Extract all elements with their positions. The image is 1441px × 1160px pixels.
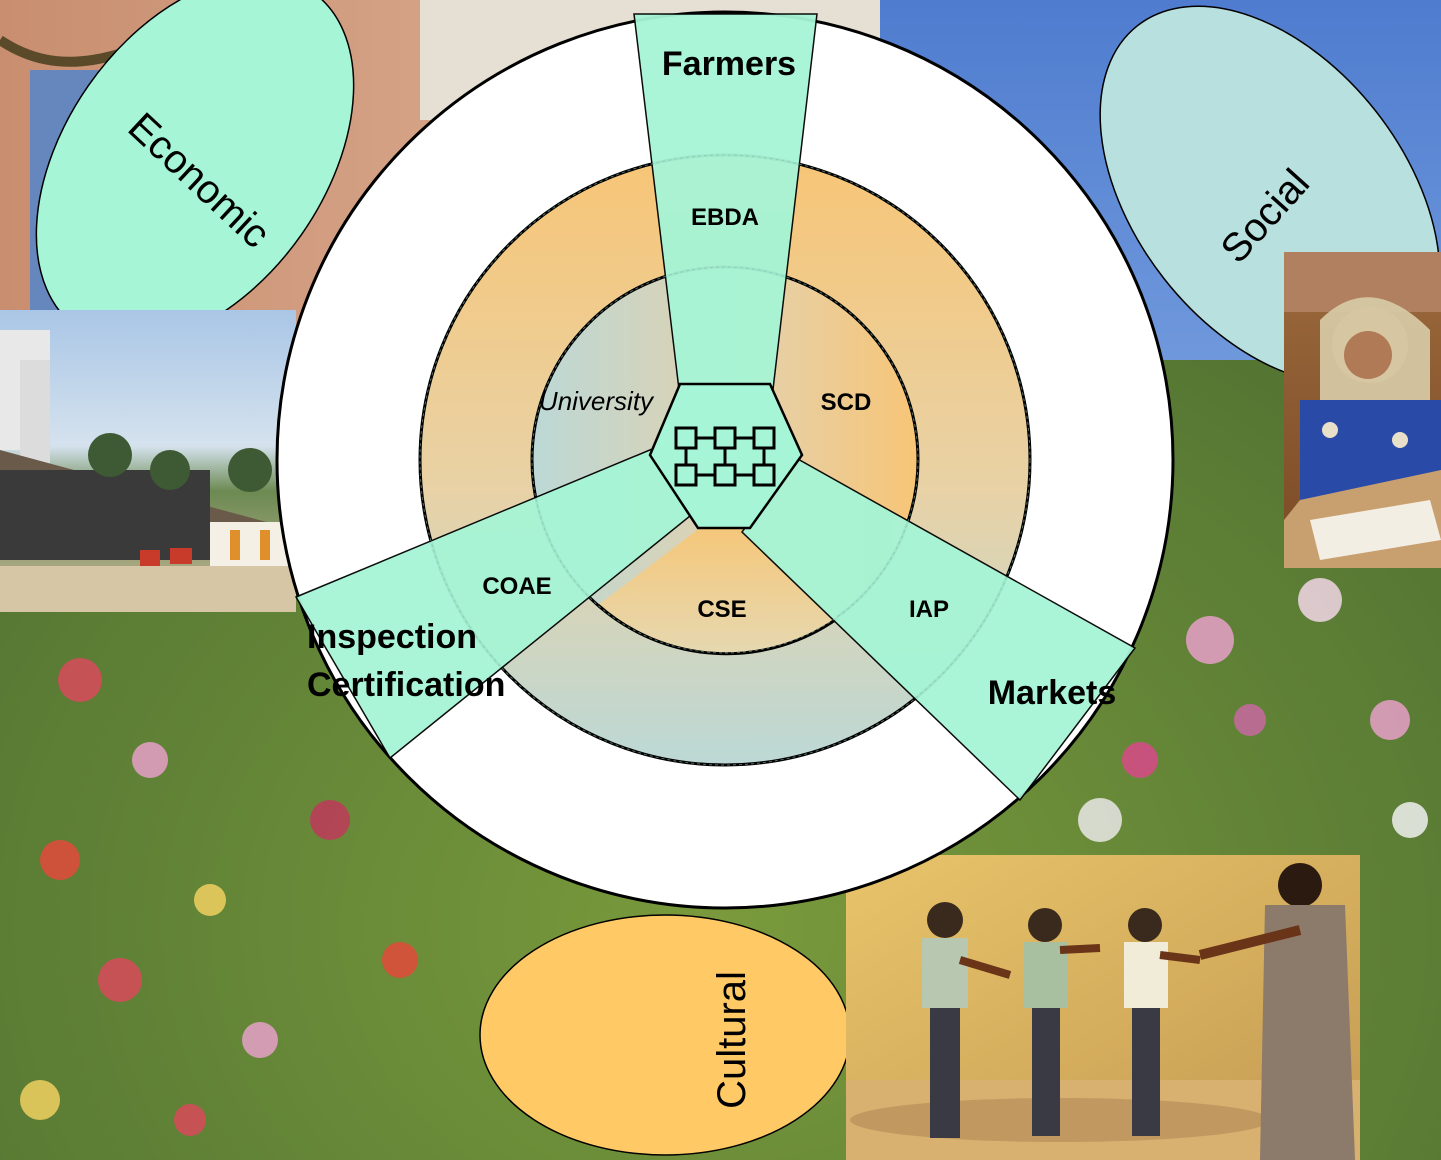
cultural-sector: Cultural	[479, 914, 851, 1156]
factory-photo	[0, 310, 296, 612]
violin-photo	[846, 855, 1360, 1160]
ebda-label: EBDA	[691, 204, 759, 231]
cultural-ellipse	[479, 914, 851, 1156]
certification-label: Certification	[307, 666, 505, 704]
cse-label: CSE	[697, 596, 746, 623]
inspection-label: Inspection	[307, 618, 477, 656]
economic-sector: Economic	[35, 0, 355, 345]
scd-label: SCD	[821, 389, 872, 416]
markets-spoke	[741, 457, 1137, 802]
university-label: University	[539, 386, 655, 416]
network-grid-icon	[674, 426, 776, 487]
coae-label: COAE	[482, 573, 551, 600]
markets-label: Markets	[988, 674, 1117, 712]
student-photo	[1284, 252, 1441, 568]
concentric-diagram: Farmers EBDA University SCD COAE CSE IAP…	[275, 10, 1175, 910]
cse-segment	[598, 528, 838, 654]
farmers-label: Farmers	[662, 45, 796, 83]
cultural-label: Cultural	[710, 971, 754, 1109]
iap-label: IAP	[909, 596, 949, 623]
